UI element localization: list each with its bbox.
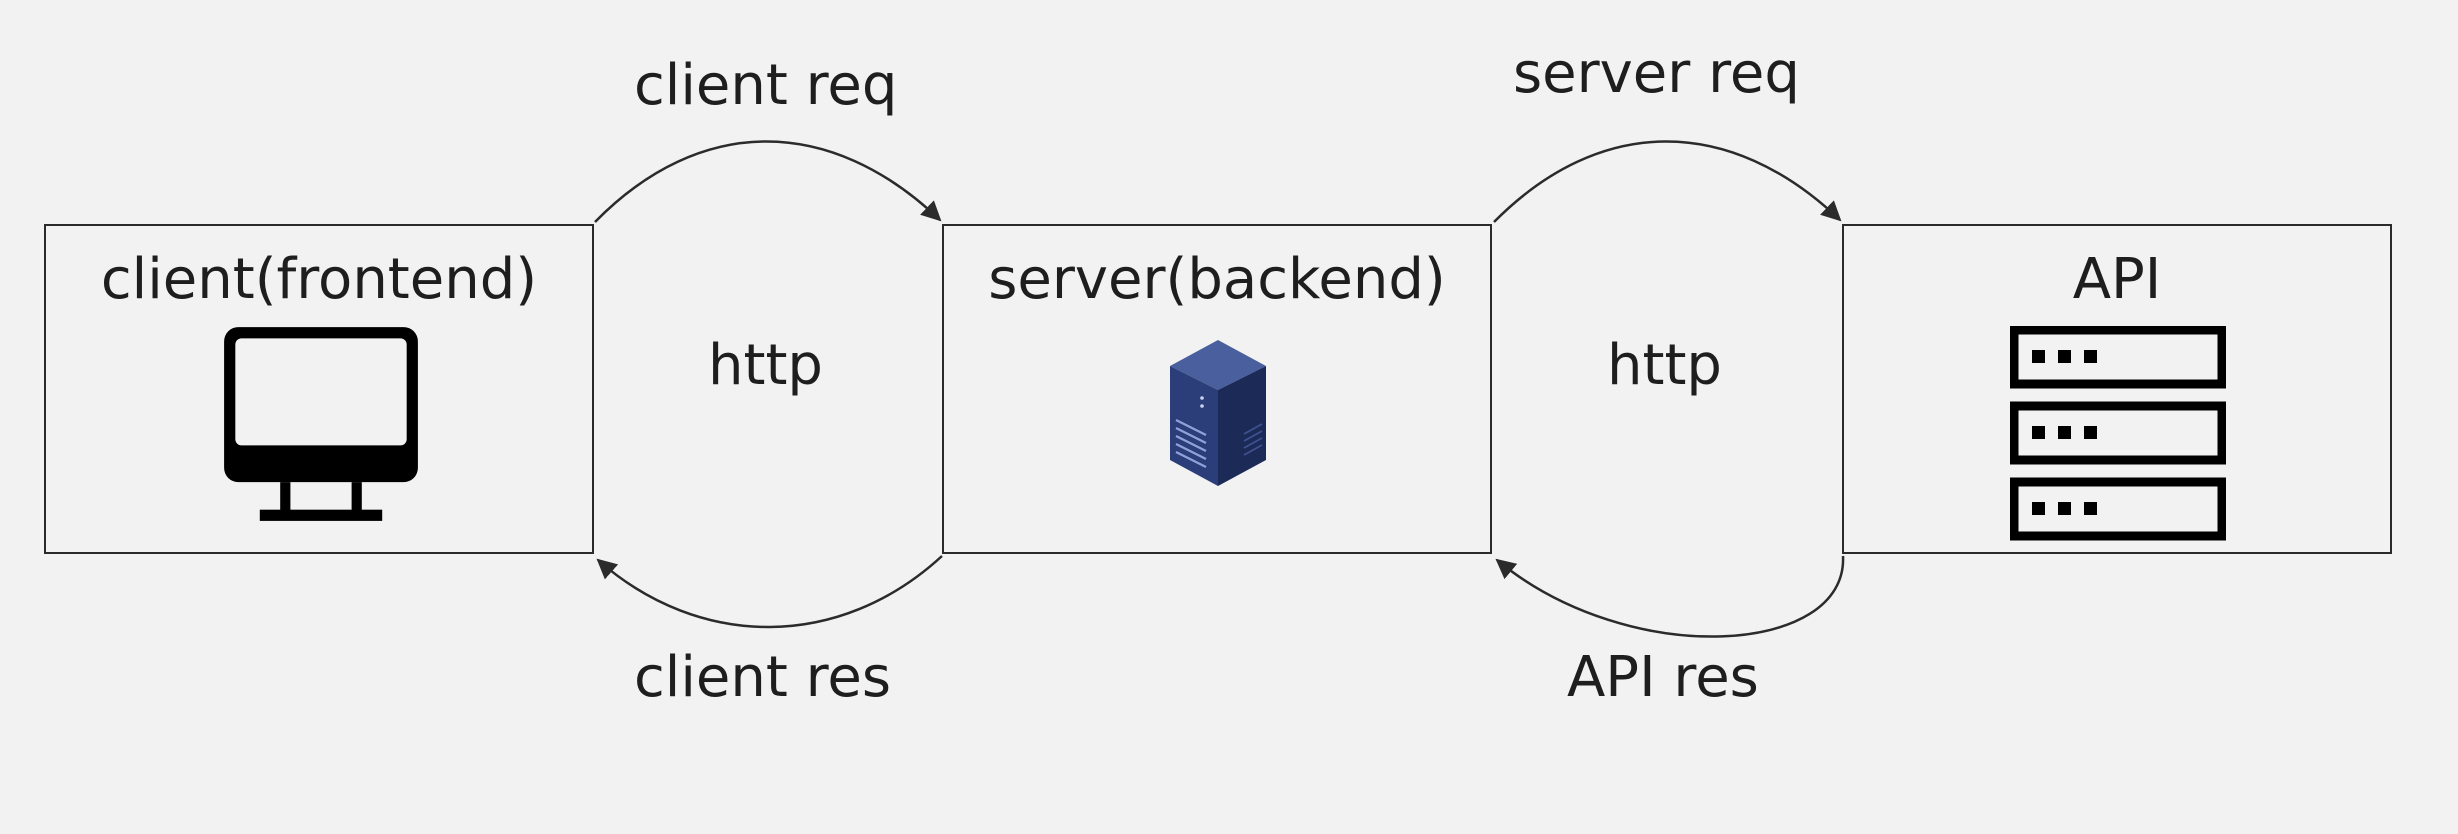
api-node-label: API <box>2072 247 2162 312</box>
protocol-label-left: http <box>708 333 823 398</box>
client-req-arrow <box>594 140 942 223</box>
server-tower-icon <box>1170 340 1266 486</box>
client-node-label: client(frontend) <box>100 247 538 312</box>
monitor-icon <box>224 327 418 521</box>
client-res-label: client res <box>634 645 892 710</box>
server-req-label: server req <box>1513 41 1800 106</box>
client-req-label: client req <box>634 53 898 118</box>
protocol-label-right: http <box>1607 333 1722 398</box>
server-req-arrow <box>1493 140 1842 223</box>
server-node: server(backend) <box>942 224 1492 554</box>
api-res-arrow <box>1495 555 1845 638</box>
api-node: API <box>1842 224 2392 554</box>
server-node-label: server(backend) <box>988 247 1446 312</box>
server-rack-icon <box>2010 326 2226 541</box>
api-res-label: API res <box>1567 645 1759 710</box>
client-node: client(frontend) <box>44 224 594 554</box>
client-res-arrow <box>596 555 943 629</box>
